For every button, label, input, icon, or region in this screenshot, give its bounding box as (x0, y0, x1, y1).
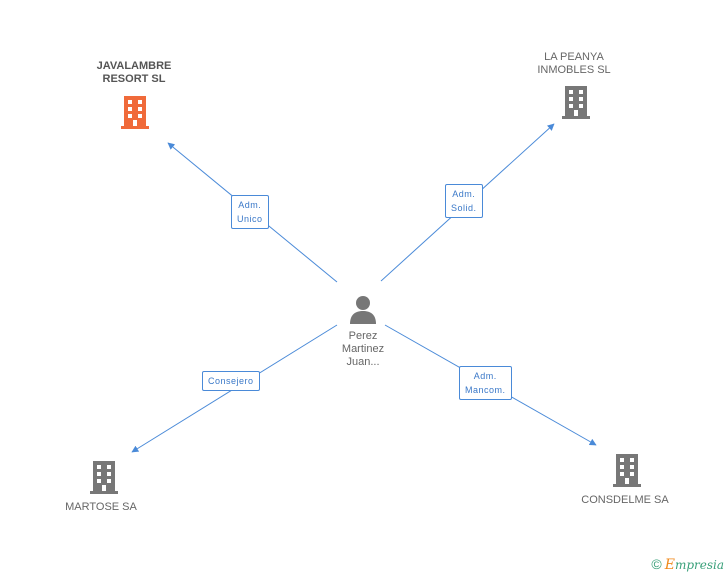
building-icon-consdelme[interactable] (612, 452, 642, 488)
building-icon-javalambre[interactable] (120, 94, 150, 130)
edge-label-peanya: Adm. Solid. (445, 184, 483, 218)
footer-brand: ©Empresia (651, 556, 724, 573)
copyright-icon: © (651, 556, 662, 572)
edge-label-consdelme: Adm. Mancom. (459, 366, 512, 400)
edge-label-martose: Consejero (202, 371, 260, 391)
center-person-label[interactable]: Perez Martinez Juan... (341, 330, 385, 368)
node-label-javalambre[interactable]: JAVALAMBRE RESORT SL (96, 60, 172, 85)
building-icon-martose[interactable] (89, 459, 119, 495)
node-label-martose[interactable]: MARTOSE SA (65, 501, 137, 513)
building-icon-peanya[interactable] (561, 84, 591, 120)
edge-label-javalambre: Adm. Unico (231, 195, 269, 229)
node-label-peanya[interactable]: LA PEANYA INMOBLES SL (537, 51, 611, 76)
node-label-consdelme[interactable]: CONSDELME SA (581, 494, 669, 506)
brand-logo: Empresia (664, 557, 724, 573)
person-icon (350, 296, 376, 324)
